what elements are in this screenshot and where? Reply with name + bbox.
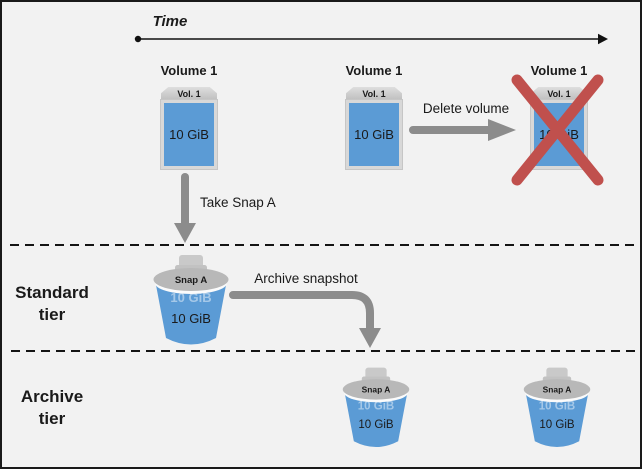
archive-tier-label: Archive tier bbox=[9, 386, 95, 430]
bucket-body-icon bbox=[525, 394, 589, 448]
snapshot-archive-2-size: 10 GiB bbox=[539, 419, 575, 431]
bucket-lid-icon bbox=[342, 379, 410, 400]
volume-3-deleted: Volume 1 Vol. 1 10 GiB bbox=[531, 63, 587, 169]
bucket-ghost-size: 10 GiB bbox=[358, 400, 394, 412]
snapshot-archive-2-label: Snap A bbox=[543, 384, 572, 394]
standard-tier-separator bbox=[10, 244, 637, 246]
bucket-body-icon bbox=[156, 285, 226, 345]
timeline-label: Time bbox=[152, 13, 188, 30]
archive-snapshot-arrow bbox=[229, 291, 381, 348]
volume-1-title: Volume 1 bbox=[160, 63, 218, 78]
volume-tab-icon: Vol. 1 bbox=[161, 87, 217, 100]
archive-tier-line1: Archive bbox=[20, 387, 84, 406]
bucket-lid-icon bbox=[153, 268, 229, 291]
bucket-knob-icon bbox=[179, 255, 203, 268]
volume-2-title: Volume 1 bbox=[345, 63, 403, 78]
snapshot-bucket-archive-1: 10 GiB Snap A 10 GiB bbox=[342, 367, 410, 448]
bucket-knob-icon bbox=[546, 367, 568, 380]
take-snapshot-label: Take Snap A bbox=[200, 195, 276, 210]
bucket-body-icon bbox=[344, 394, 408, 448]
standard-tier-line1: Standard bbox=[15, 283, 89, 302]
archive-tier-separator bbox=[11, 350, 637, 352]
delete-volume-label: Delete volume bbox=[422, 101, 510, 116]
snapshot-bucket-standard: 10 GiB Snap A 10 GiB bbox=[153, 255, 229, 345]
archive-snapshot-label: Archive snapshot bbox=[254, 271, 358, 286]
standard-tier-line2: tier bbox=[38, 305, 66, 324]
take-snapshot-arrow bbox=[174, 173, 196, 243]
bucket-knob-icon bbox=[365, 367, 387, 380]
bucket-ghost-size: 10 GiB bbox=[170, 290, 211, 305]
time-axis-arrow bbox=[134, 33, 608, 45]
volume-3-capacity: 10 GiB bbox=[531, 100, 587, 169]
volume-tab-icon: Vol. 1 bbox=[346, 87, 402, 100]
bucket-lid-icon bbox=[523, 379, 591, 400]
volume-1: Volume 1 Vol. 1 10 GiB bbox=[161, 63, 217, 169]
delete-volume-arrow bbox=[409, 119, 516, 141]
volume-1-capacity: 10 GiB bbox=[161, 100, 217, 169]
snapshot-archive-1-label: Snap A bbox=[362, 384, 391, 394]
snapshot-bucket-archive-2: 10 GiB Snap A 10 GiB bbox=[523, 367, 591, 448]
snapshot-standard-label: Snap A bbox=[175, 275, 208, 286]
standard-tier-label: Standard tier bbox=[9, 282, 95, 326]
snapshot-standard-size: 10 GiB bbox=[171, 311, 211, 326]
volume-2: Volume 1 Vol. 1 10 GiB bbox=[346, 63, 402, 169]
archive-tier-line2: tier bbox=[38, 409, 66, 428]
volume-2-capacity: 10 GiB bbox=[346, 100, 402, 169]
snapshot-archive-1-size: 10 GiB bbox=[358, 419, 394, 431]
volume-tab-icon: Vol. 1 bbox=[531, 87, 587, 100]
volume-3-title: Volume 1 bbox=[530, 63, 588, 78]
bucket-ghost-size: 10 GiB bbox=[539, 400, 575, 412]
